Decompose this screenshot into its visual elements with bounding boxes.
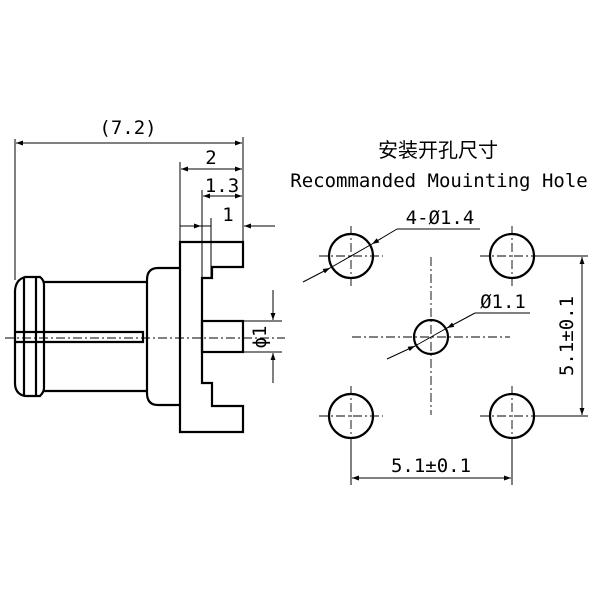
body-shoulder	[145, 266, 180, 407]
center-lines	[352, 257, 510, 415]
mounting-hole-view: 安装开孔尺寸 Recommanded Mouinting Hole 4-Ø1.4…	[290, 138, 588, 485]
flange-offset-label: 2	[205, 147, 216, 169]
dimension-tab: 1.3	[201, 175, 242, 287]
corner-hole-callout: 4-Ø1.4	[302, 207, 480, 283]
title-en: Recommanded Mouinting Hole	[290, 170, 587, 192]
dimension-horizontal-spacing: 5.1±0.1	[350, 440, 513, 485]
dimension-overall: (7.2)	[14, 117, 244, 280]
slot	[15, 330, 145, 344]
corner-holes	[319, 226, 544, 440]
front-nut	[13, 275, 46, 398]
dimension-pin-length: 1	[180, 204, 275, 277]
center-hole-label: Ø1.1	[480, 291, 526, 313]
dimension-vertical-spacing: 5.1±0.1	[534, 255, 588, 417]
horizontal-spacing-label: 5.1±0.1	[391, 455, 471, 477]
connector-side-view: (7.2) 2 1.3 1 ϕ1	[5, 117, 285, 434]
pin-diameter-label: ϕ1	[249, 326, 271, 349]
tab-offset-label: 1.3	[205, 175, 239, 197]
center-hole-callout: Ø1.1	[386, 291, 530, 360]
title-cn: 安装开孔尺寸	[378, 138, 498, 162]
dimension-pin-diameter: ϕ1	[243, 290, 282, 383]
body-cylinder	[44, 280, 147, 393]
pin-length-label: 1	[222, 204, 233, 226]
dimension-flange: 2	[179, 147, 242, 242]
corner-holes-label: 4-Ø1.4	[406, 207, 475, 229]
overall-length-label: (7.2)	[99, 117, 156, 139]
pin	[200, 319, 245, 354]
vertical-spacing-label: 5.1±0.1	[556, 296, 578, 376]
flange-outline	[178, 240, 245, 434]
